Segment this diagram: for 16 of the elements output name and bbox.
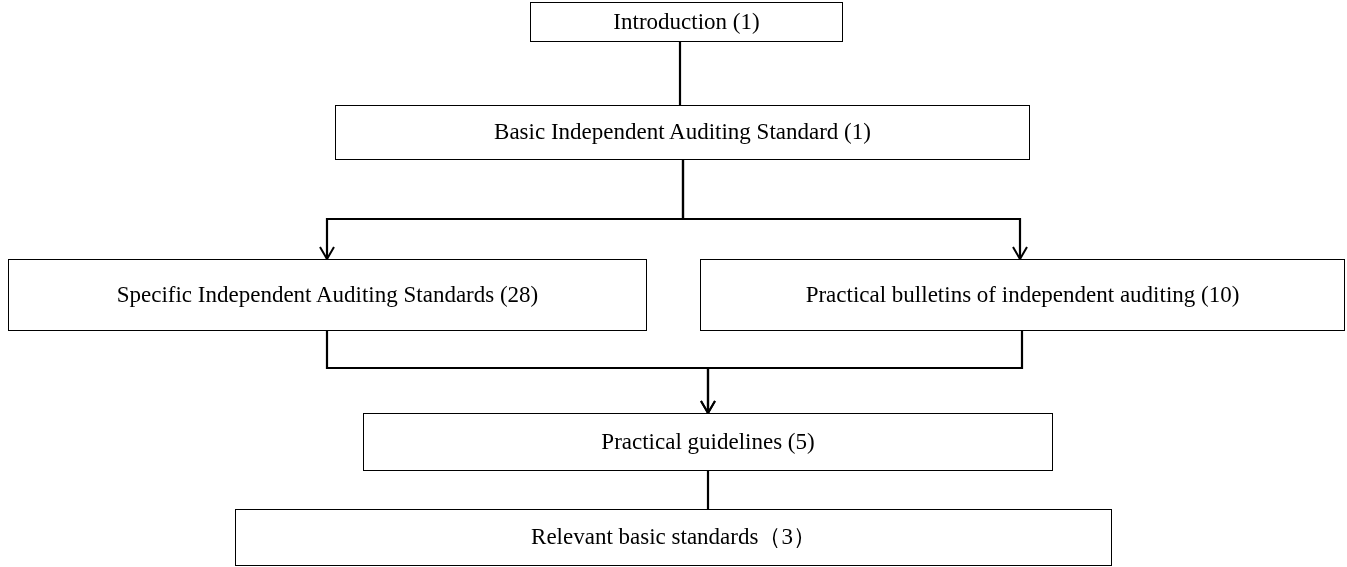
box-label: Specific Independent Auditing Standards (28) xyxy=(116,280,539,309)
process-box xyxy=(8,259,647,331)
process-box xyxy=(530,2,843,42)
process-box xyxy=(363,413,1053,471)
box-label: Practical bulletins of independent auditing (10) xyxy=(805,280,1240,309)
process-box xyxy=(235,509,1112,566)
connector-line xyxy=(678,42,682,105)
box-label: Relevant basic standards（3） xyxy=(531,523,816,552)
box-label: Practical guidelines (5) xyxy=(601,427,815,456)
arrow xyxy=(681,160,1028,260)
arrow xyxy=(700,331,1024,414)
box-label: Basic Independent Auditing Standard (1) xyxy=(494,118,871,147)
box-label: Introduction (1) xyxy=(613,7,760,36)
connector-line xyxy=(706,471,710,509)
process-box xyxy=(700,259,1345,331)
process-box xyxy=(335,105,1030,160)
